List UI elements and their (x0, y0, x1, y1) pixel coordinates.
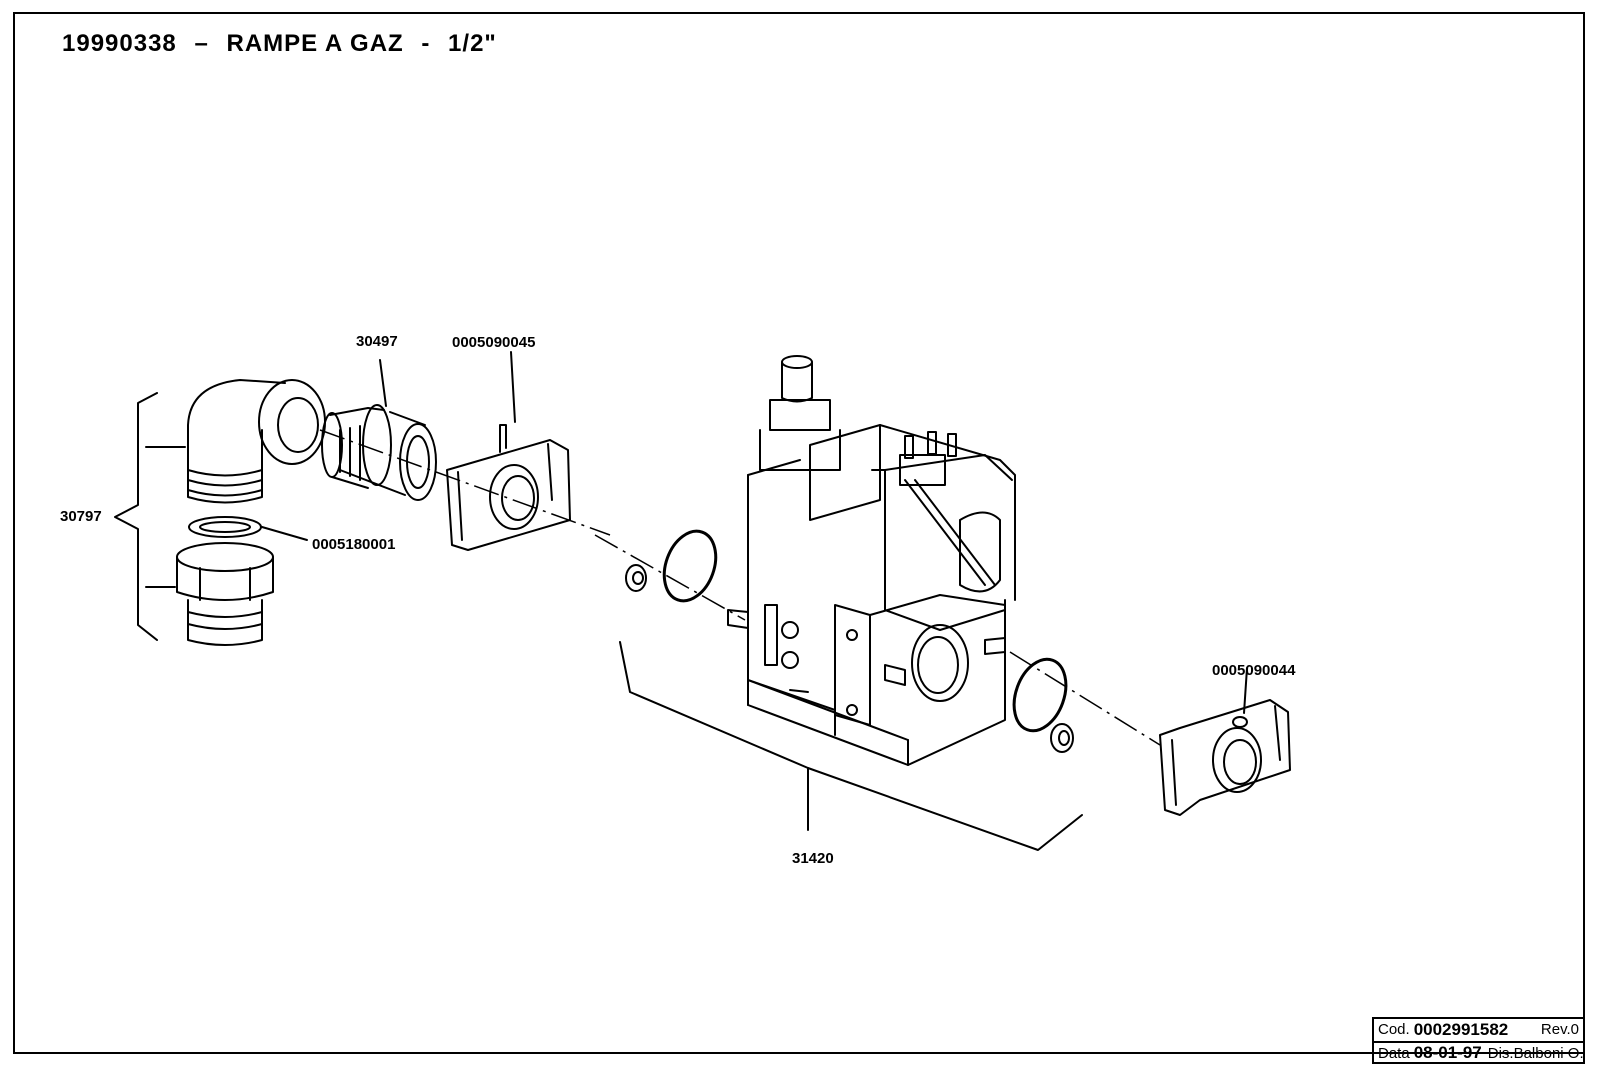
o-ring-left (662, 529, 718, 603)
gas-valve-drawing (727, 355, 1016, 766)
union-group-bracket (114, 392, 186, 641)
nut-right (1050, 723, 1074, 753)
left-flange-drawing (446, 351, 571, 551)
title-block-row-date: Data 08-01-97 Dis.Balboni O. (1374, 1040, 1584, 1065)
part-label-31420: 31420 (792, 850, 834, 867)
title-separator: – (194, 30, 209, 57)
axis-lines (319, 429, 1161, 746)
drawing-code: 19990338 (62, 30, 177, 57)
title-block-row-code: Cod. 0002991582 Rev.0 (1374, 1019, 1583, 1041)
right-flange-drawing (1159, 667, 1291, 816)
revision: Rev.0 (1540, 1021, 1579, 1039)
threaded-nipple-drawing (321, 359, 437, 501)
part-label-0005090045: 0005090045 (452, 334, 536, 351)
drawing-border (13, 12, 1585, 1054)
pipe-size: 1/2" (448, 30, 497, 57)
valve-bracket (619, 641, 1083, 851)
part-label-30797: 30797 (60, 508, 102, 525)
part-label-30497: 30497 (356, 333, 398, 350)
union-nut-drawing (176, 542, 274, 646)
elbow-fitting-drawing (187, 379, 326, 504)
draftsman: Dis.Balboni O. (1487, 1044, 1584, 1062)
nut-left (625, 564, 647, 592)
o-ring-right (1012, 657, 1068, 733)
drawing-name: RAMPE A GAZ (226, 30, 404, 57)
part-label-0005090044: 0005090044 (1212, 662, 1296, 679)
drawing-title: 19990338 – RAMPE A GAZ - 1/2" (62, 30, 507, 58)
title-separator-2: - (421, 30, 431, 57)
cod-value: 0002991582 (1413, 1019, 1509, 1039)
date-value: 08-01-97 (1413, 1043, 1482, 1063)
data-label: Data (1378, 1044, 1410, 1062)
gasket-drawing (188, 516, 308, 541)
part-label-0005180001: 0005180001 (312, 536, 396, 553)
cod-label: Cod. (1378, 1021, 1410, 1039)
title-block: Cod. 0002991582 Rev.0 Data 08-01-97 Dis.… (1372, 1017, 1585, 1064)
